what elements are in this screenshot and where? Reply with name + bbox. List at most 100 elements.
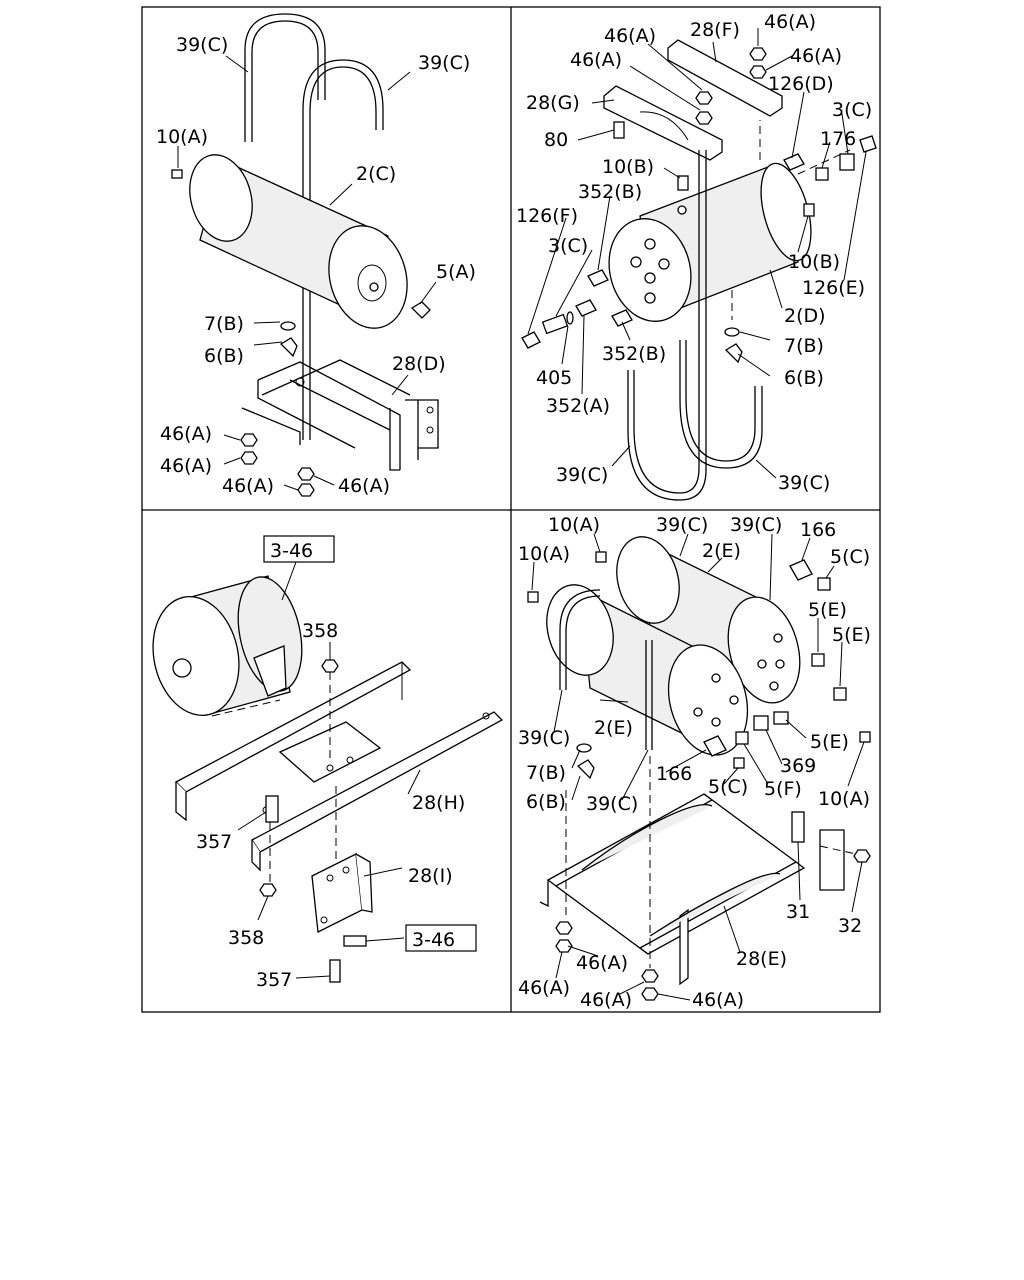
callout-label: 28(F) <box>690 19 740 41</box>
cock-6b <box>576 759 595 780</box>
washer-7b <box>280 321 296 331</box>
callout-label: 126(F) <box>516 205 578 227</box>
bracket-28d <box>241 359 439 471</box>
callout-label: 28(H) <box>412 792 465 814</box>
fitting-166 <box>789 559 813 581</box>
callout-label: 5(C) <box>830 546 870 568</box>
callout-label: 3(C) <box>548 235 588 257</box>
callout-label: 46(A) <box>790 45 842 67</box>
fitting-176 <box>815 167 829 181</box>
callout-label: 46(A) <box>580 989 632 1011</box>
callout-label: 39(C) <box>730 514 782 536</box>
panel-bottom-right: 10(A) 39(C) 39(C) 166 10(A) 2(E) 5(C) 5(… <box>518 514 871 1011</box>
callout-label: 46(A) <box>222 475 274 497</box>
callout-label: 39(C) <box>778 472 830 494</box>
callout-label: 126(E) <box>802 277 865 299</box>
callout-label: 28(E) <box>736 948 787 970</box>
callout-label: 3(C) <box>832 99 872 121</box>
bolt-357 <box>265 795 279 823</box>
bolt-357 <box>329 959 341 983</box>
callout-label: 46(A) <box>604 25 656 47</box>
callout-label: 46(A) <box>764 11 816 33</box>
bolt-31 <box>791 811 805 843</box>
nut-46a <box>240 433 258 447</box>
fitting-352b <box>611 309 633 327</box>
callout-label: 5(C) <box>708 776 748 798</box>
fitting-126d <box>783 153 805 171</box>
u-bolt-right <box>302 59 384 440</box>
strap-39c <box>559 589 601 690</box>
bolt-80 <box>613 121 625 139</box>
u-bolt <box>627 150 707 501</box>
callout-label: 46(A) <box>576 952 628 974</box>
callout-label: 5(A) <box>436 261 476 283</box>
callout-label: 31 <box>786 901 810 923</box>
callout-label: 6(B) <box>204 345 244 367</box>
elbow-5c <box>733 757 745 769</box>
fitting-126e <box>859 135 877 153</box>
callout-label: 7(B) <box>204 313 244 335</box>
callout-label: 369 <box>780 755 816 777</box>
callout-label: 352(B) <box>578 181 642 203</box>
u-bolt-left <box>244 13 326 142</box>
fitting-166 <box>703 735 727 757</box>
nut-46a <box>297 467 315 481</box>
callout-label: 46(A) <box>570 49 622 71</box>
callout-label: 10(A) <box>518 543 570 565</box>
nut-46a <box>695 91 713 105</box>
callout-label: 6(B) <box>526 791 566 813</box>
reference-box <box>263 535 335 563</box>
nut-46a <box>555 939 573 953</box>
nut-46a <box>240 451 258 465</box>
nut-358 <box>259 883 277 897</box>
reference-box <box>405 924 477 952</box>
tee-369 <box>753 715 769 731</box>
callout-label: 2(C) <box>356 163 396 185</box>
callout-label: 2(E) <box>594 717 633 739</box>
elbow-5e <box>833 687 847 701</box>
callout-label: 166 <box>800 519 836 541</box>
plug-5a <box>410 301 431 319</box>
bracket-28g <box>603 85 723 161</box>
callout-label: 46(A) <box>160 423 212 445</box>
plug-10a <box>859 731 871 743</box>
air-tank-2d <box>608 162 812 322</box>
callout-label: 39(C) <box>556 464 608 486</box>
coupling-3c <box>541 313 569 335</box>
elbow-5c <box>817 577 831 591</box>
plug-10a <box>595 551 607 563</box>
callout-label: 166 <box>656 763 692 785</box>
nut-46a <box>641 987 659 1001</box>
callout-label: 10(A) <box>818 788 870 810</box>
callout-label: 176 <box>820 128 856 150</box>
callout-label: 352(A) <box>546 395 610 417</box>
callout-label: 352(B) <box>602 343 666 365</box>
panel-frame <box>141 6 881 1013</box>
nut-358 <box>321 659 339 673</box>
callout-label: 5(E) <box>810 731 849 753</box>
plug-10a <box>171 169 183 179</box>
ring-405 <box>566 311 574 325</box>
callout-label: 358 <box>228 927 264 949</box>
callout-label: 7(B) <box>526 762 566 784</box>
callout-label: 405 <box>536 367 572 389</box>
callout-label: 46(A) <box>518 977 570 999</box>
cock-6b <box>724 343 743 364</box>
bracket-28i <box>311 852 373 934</box>
nut-46a <box>695 111 713 125</box>
fitting-352b <box>587 269 609 287</box>
plug-10b <box>803 203 815 217</box>
fitting-352a <box>575 299 597 317</box>
panel-top-left: 39(C) 39(C) 10(A) 2(C) 5(A) 7(B) 6(B) 28… <box>156 13 476 497</box>
bracket-28f <box>667 39 783 117</box>
callout-label: 28(I) <box>408 865 453 887</box>
washer-7b <box>576 743 592 753</box>
panel-top-right: 46(A) 28(F) 46(A) 46(A) 46(A) 126(D) 28(… <box>516 11 877 501</box>
reference-label: 3-46 <box>412 929 455 951</box>
callout-label: 357 <box>196 831 232 853</box>
bolt <box>343 935 367 947</box>
coupling-3c <box>839 153 855 171</box>
callout-label: 80 <box>544 129 568 151</box>
nut-46a <box>749 47 767 61</box>
nut-46a <box>555 921 573 935</box>
